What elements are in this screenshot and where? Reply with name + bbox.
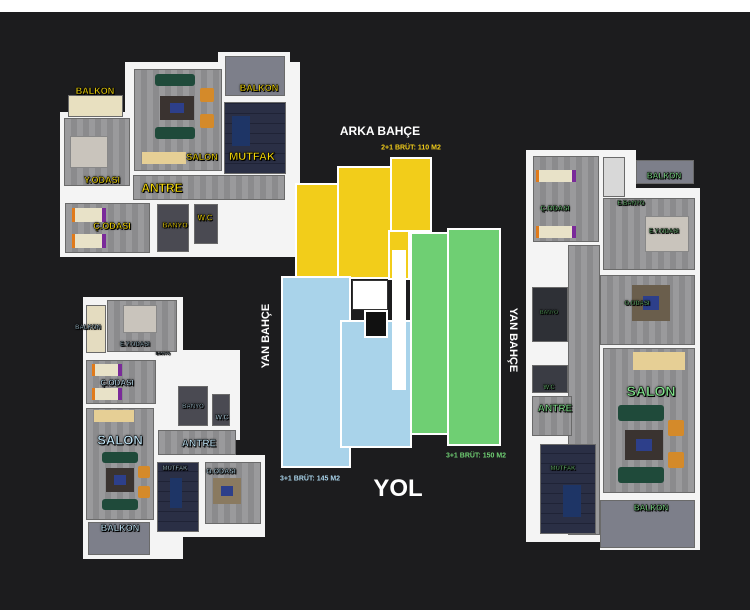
label-yan-bahce-right: YAN BAHÇE [507,307,519,373]
room-label: SALON [186,152,218,162]
room-label: BALKON [239,83,279,93]
unit-size-blue: 3+1 BRÜT: 145 M2 [279,475,341,483]
unit-yellow [390,157,432,232]
room-label: BANYO [182,404,204,410]
room-label: MUTFAK [229,151,275,163]
rug [213,478,241,504]
room-balkon [86,305,106,353]
kitchen-table [232,116,250,146]
unit-yellow [337,166,392,279]
room-label: BANYO [539,310,559,316]
room-balkon [68,95,123,117]
rug [160,96,194,120]
single-bed [92,388,122,400]
single-bed [92,364,122,376]
single-bed [536,226,576,238]
room-label: BALKON [646,171,682,181]
label-yan-bahce-left: YAN BAHÇE [260,303,272,369]
unit-green [410,232,450,435]
room-antre [158,430,236,455]
room-label: Y.ODASI [83,175,121,185]
room-label: BANYO [155,350,171,356]
rug [625,430,663,460]
room-balkon [600,500,695,548]
armchair [138,486,150,498]
armchair [200,88,214,102]
single-bed [72,208,106,222]
room-label: SALON [97,432,143,448]
elevator [364,310,388,338]
single-bed [536,170,576,182]
double-bed [123,305,157,333]
dining-table [633,352,685,370]
label-yol: YOL [373,475,423,502]
kitchen-table [170,478,182,508]
room-label: O.ODASI [206,468,236,476]
staircase [352,280,388,310]
room-label: W.C [543,385,555,391]
sofa [102,499,138,510]
kitchen-table [563,485,581,517]
armchair [668,420,684,436]
room-label: E.Y.ODASI [649,229,679,235]
room-banyo [532,287,568,342]
room-banyo [178,386,208,426]
room-balkon [225,56,285,96]
room-banyo [157,204,189,252]
room-label: ANTRE [181,438,217,450]
sofa [155,127,195,139]
room-label: ANTRE [537,403,573,415]
sofa [618,405,664,421]
room-balkon [88,522,150,555]
sofa [102,452,138,463]
rug [632,285,670,321]
room-label: SALON [626,383,676,399]
sofa [618,467,664,483]
room-label: BALKON [75,86,115,96]
double-bed [645,216,689,252]
room-balkon [636,160,694,184]
room-antre [532,396,572,436]
dining-table [94,410,134,422]
room-label: Ç.ODASI [100,378,134,388]
unit-size-yellow: 2+1 BRÜT: 110 M2 [381,144,441,152]
rug [106,468,134,492]
room-mutfak [224,102,286,174]
room-label: MUTFAK [162,466,188,472]
unit-size-green: 3+1 BRÜT: 150 M2 [445,452,507,460]
room-label: O.ODASI [624,301,650,307]
room-label: E.Y.ODASI [120,342,150,348]
top-border [0,0,750,12]
unit-yellow [295,183,340,279]
armchair [138,466,150,478]
room-label: BANYO [162,222,188,230]
room-label: E.BANYO [617,201,645,207]
corridor [392,250,406,390]
room-label: W.C [215,414,229,422]
room-antre [133,175,285,200]
room-label: Ç.ODASI [540,205,570,213]
armchair [200,114,214,128]
sofa [155,74,195,86]
single-bed [72,234,106,248]
room-wc [212,394,230,426]
room-label: BALKON [75,325,101,331]
room-label: Ç.ODASI [93,221,131,231]
dining-table [142,152,186,164]
room-label: ANTRE [141,181,183,195]
room-label: MUTFAK [550,466,576,472]
armchair [668,452,684,468]
label-arka-bahce: ARKA BAHÇE [339,124,421,138]
unit-green [447,228,501,446]
room-label: BALKON [100,523,140,533]
room-wc [532,365,568,393]
room-label: BALKON [633,503,669,513]
room-ebeveyn-banyo [603,157,625,197]
double-bed [70,136,108,168]
room-wc [194,204,218,244]
room-label: W.C [197,213,213,223]
